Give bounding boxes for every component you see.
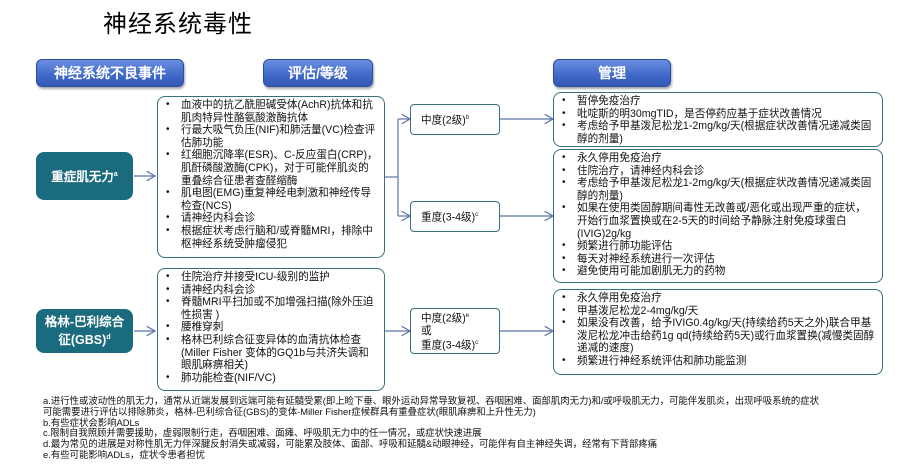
list-item: 频繁进行神经系统评估和肺功能监测: [560, 355, 876, 368]
footnote-a: a.进行性或波动性的肌无力，通常从近端发展到远端可能有延髓受累(即上睑下垂、眼外…: [43, 395, 820, 406]
mg-moderate-management-list: 暂停免疫治疗 吡啶斯的明30mgTID，是否停药应基于症状改善情况 考虑给予甲基…: [553, 92, 883, 147]
list-item: 红细胞沉降率(ESR)、C-反应蛋白(CRP)，肌酐磷酸激酶(CPK)，对于可能…: [164, 149, 378, 187]
mg-grade-moderate: 中度(2级)b: [410, 104, 500, 135]
grade-label-or: 或: [421, 324, 432, 337]
header-label: 管理: [598, 65, 626, 81]
footnote-e: e.有些可能影响ADLs，症状令患者担忧: [43, 448, 205, 460]
list-item: 暂停免疫治疗: [560, 95, 876, 108]
event-guillain-barre-syndrome: 格林-巴利综合 征(GBS)d: [36, 309, 133, 353]
mg-severe-management-list: 永久停用免疫治疗 住院治疗，请神经内科会诊 考虑给予甲基泼尼松龙1-2mg/kg…: [553, 149, 883, 283]
list-item: 如果在使用类固醇期间毒性无改善或/恶化或出现严重的症状，开始行血浆置换或在2-5…: [560, 202, 876, 240]
header-management: 管理: [553, 59, 671, 87]
footnote-d: d.最为常见的进展是对称性肌无力伴深腱反射消失或减弱，可能累及肢体、面部、呼吸和…: [43, 438, 658, 450]
list-item: 住院治疗并接受ICU-级别的监护: [164, 271, 378, 284]
grade-label: 中度(2级)b: [421, 114, 470, 127]
footnote-c: c.限制自我照顾并需要援助，虚弱限制行走，吞咽困难、面瘫、呼吸肌无力中的任一情况…: [43, 427, 482, 439]
gbs-management-list: 永久停用免疫治疗 甲基泼尼松龙2-4mg/kg/天 如果没有改善，给予IVIG0…: [553, 289, 883, 375]
list-item: 肺功能检查(NIF/VC): [164, 372, 378, 385]
event-label: 重症肌无力a: [51, 170, 118, 185]
event-myasthenia-gravis: 重症肌无力a: [36, 152, 133, 200]
page-title: 神经系统毒性: [103, 11, 253, 38]
list-item: 避免使用可能加剧肌无力的药物: [560, 265, 876, 278]
list-item: 请神经内科会诊: [164, 212, 378, 225]
list-item: 行最大吸气负压(NIF)和肺活量(VC)检查评估肺功能: [164, 124, 378, 149]
footnotes: a.进行性或波动性的肌无力，通常从近端发展到远端可能有延髓受累(即上睑下垂、眼外…: [43, 395, 903, 461]
list-item: 肌电图(EMG)重复神经电刺激和神经传导检查(NCS): [164, 187, 378, 212]
list-item: 永久停用免疫治疗: [560, 292, 876, 305]
list-item: 考虑给予甲基泼尼松龙1-2mg/kg/天(根据症状改善情况递减类固醇的剂量): [560, 120, 876, 145]
list-item: 考虑给予甲基泼尼松龙1-2mg/kg/天(根据症状改善情况递减类固醇的剂量): [560, 177, 876, 202]
grade-label: 重度(3-4级)c: [421, 211, 479, 224]
list-item: 住院治疗，请神经内科会诊: [560, 165, 876, 178]
mg-assessment-list: 血液中的抗乙酰胆碱受体(AchR)抗体和抗肌肉特异性酪氨酸激酶抗体 行最大吸气负…: [157, 96, 385, 258]
list-item: 根据症状考虑行脑和/或脊髓MRI，排除中枢神经系统受肿瘤侵犯: [164, 225, 378, 250]
header-neuro-adverse-events: 神经系统不良事件: [36, 59, 184, 87]
list-item: 甲基泼尼松龙2-4mg/kg/天: [560, 305, 876, 318]
header-label: 神经系统不良事件: [54, 65, 166, 81]
footnote-b: b.有些症状会影响ADLs: [43, 416, 140, 428]
gbs-grade-moderate-or-severe: 中度(2级)e 或 重度(3-4级)c: [410, 308, 500, 354]
header-assessment-grade: 评估/等级: [263, 59, 373, 87]
mg-grade-severe: 重度(3-4级)c: [410, 201, 500, 232]
list-item: 请神经内科会诊: [164, 284, 378, 297]
list-item: 格林巴利综合征变异体的血清抗体检查(Miller Fisher 变体的GQ1b与…: [164, 334, 378, 372]
list-item: 每天对神经系统进行一次评估: [560, 253, 876, 266]
header-label: 评估/等级: [288, 65, 348, 81]
list-item: 如果没有改善，给予IVIG0.4g/kg/天(持续给药5天之外)联合甲基泼尼松龙…: [560, 317, 876, 355]
grade-label-moderate: 中度(2级)e: [421, 312, 470, 325]
list-item: 吡啶斯的明30mgTID，是否停药应基于症状改善情况: [560, 108, 876, 121]
grade-label-severe: 重度(3-4级)c: [421, 339, 479, 352]
list-item: 腰椎穿刺: [164, 321, 378, 334]
list-item: 频繁进行肺功能评估: [560, 240, 876, 253]
list-item: 永久停用免疫治疗: [560, 152, 876, 165]
gbs-assessment-list: 住院治疗并接受ICU-级别的监护 请神经内科会诊 脊髓MRI平扫加或不加增强扫描…: [157, 268, 385, 391]
list-item: 脊髓MRI平扫加或不加增强扫描(除外压迫性损害 ): [164, 296, 378, 321]
event-label: 格林-巴利综合 征(GBS)d: [44, 314, 125, 348]
list-item: 血液中的抗乙酰胆碱受体(AchR)抗体和抗肌肉特异性酪氨酸激酶抗体: [164, 99, 378, 124]
footnote-a-cont: 可能需要进行评估以排除肺炎，格林-巴利综合征(GBS)的变体-Miller Fi…: [43, 405, 536, 417]
